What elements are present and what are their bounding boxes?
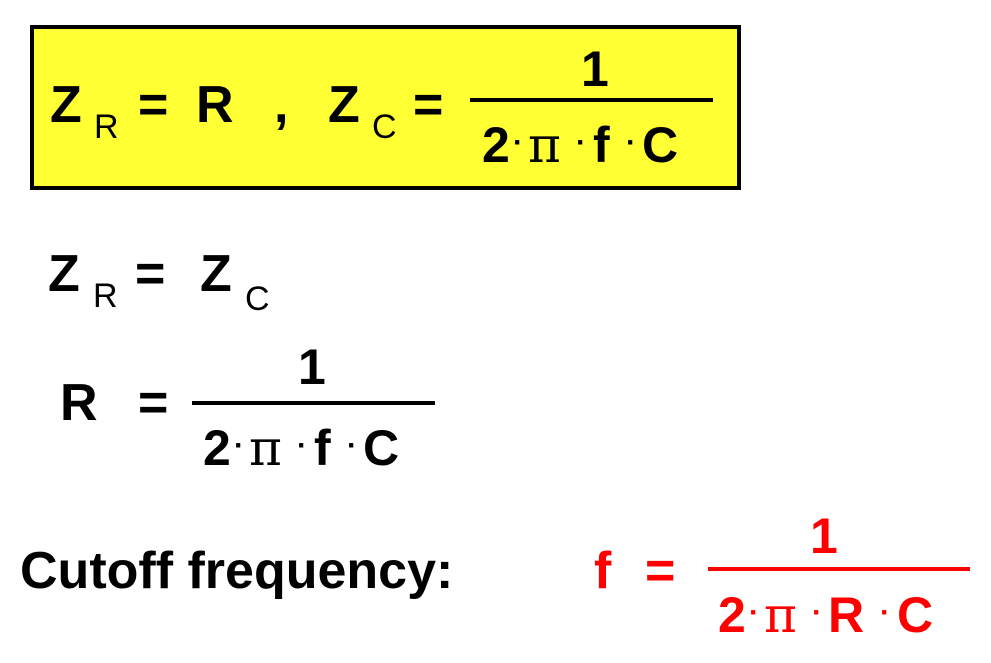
zr-subscript: R	[94, 108, 119, 146]
pi-symbol: π	[528, 116, 561, 174]
equals-sign: =	[135, 245, 166, 303]
pi-symbol: π	[764, 586, 797, 644]
highlight-box	[30, 25, 741, 190]
denominator-c: C	[642, 117, 679, 173]
frequency-symbol: f	[594, 542, 612, 600]
equals-sign: =	[645, 542, 676, 600]
zr-subscript: R	[93, 277, 118, 315]
pi-symbol: π	[249, 419, 282, 477]
fraction-bar	[708, 567, 970, 571]
equals-sign: =	[138, 374, 169, 432]
zr-symbol: Z	[50, 76, 82, 134]
comma: ,	[274, 76, 289, 134]
fraction-bar	[192, 401, 435, 405]
equals-sign: =	[413, 76, 444, 134]
multiply-dot: ·	[880, 596, 890, 629]
denominator-f: f	[593, 117, 610, 173]
denominator-two: 2	[482, 117, 510, 173]
denominator-r: R	[828, 587, 865, 643]
multiply-dot: ·	[749, 596, 759, 629]
multiply-dot: ·	[576, 126, 586, 159]
zc-subscript: C	[245, 280, 270, 318]
fraction-numerator: 1	[810, 508, 838, 564]
multiply-dot: ·	[297, 429, 307, 462]
zr-symbol: Z	[48, 245, 80, 303]
cutoff-label: Cutoff frequency:	[20, 542, 454, 600]
denominator-f: f	[314, 420, 331, 476]
resistance-symbol: R	[196, 76, 234, 134]
fraction-numerator: 1	[581, 41, 609, 97]
denominator-two: 2	[718, 587, 746, 643]
zc-subscript: C	[372, 108, 397, 146]
multiply-dot: ·	[347, 429, 357, 462]
multiply-dot: ·	[626, 126, 636, 159]
resistance-symbol: R	[60, 374, 98, 432]
denominator-c: C	[897, 587, 934, 643]
fraction-numerator: 1	[298, 339, 326, 395]
equals-sign: =	[138, 76, 169, 134]
multiply-dot: ·	[234, 429, 244, 462]
denominator-c: C	[363, 420, 400, 476]
zc-symbol: Z	[200, 245, 232, 303]
zc-symbol: Z	[328, 76, 360, 134]
denominator-two: 2	[203, 420, 231, 476]
multiply-dot: ·	[812, 596, 822, 629]
fraction-bar	[470, 98, 713, 102]
multiply-dot: ·	[513, 126, 523, 159]
